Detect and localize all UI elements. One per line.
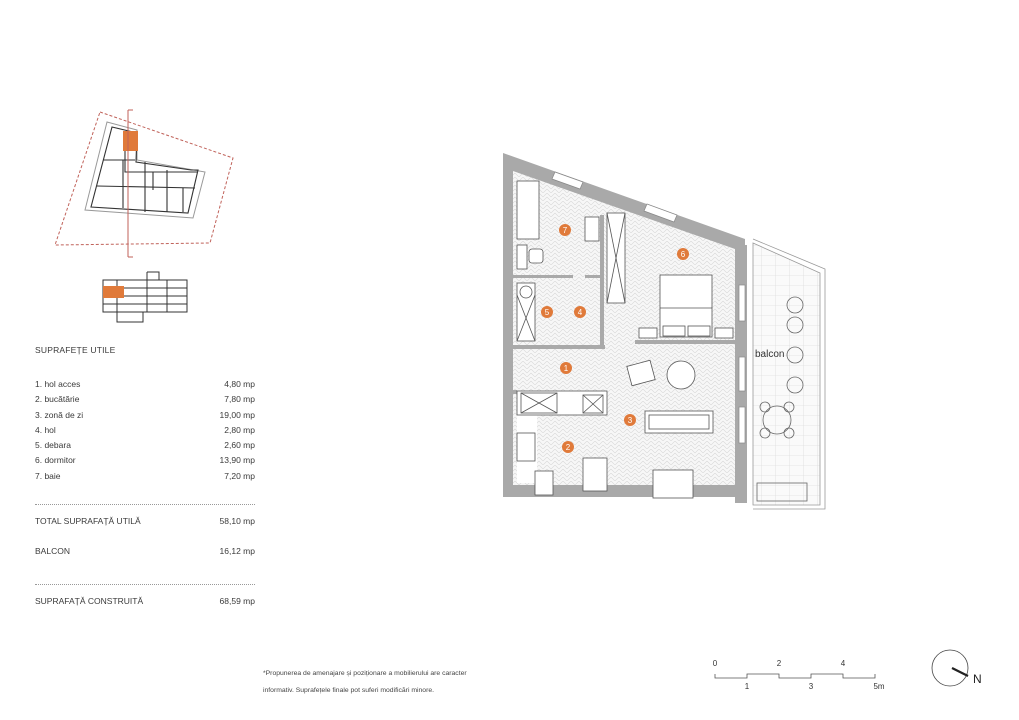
room-marker-6: 6 xyxy=(681,250,686,259)
scale-bar: 0 2 4 1 3 5m xyxy=(713,659,885,691)
svg-text:2: 2 xyxy=(777,659,782,668)
divider xyxy=(35,584,255,586)
floor-plan: balcon 1 2 3 4 5 6 7 xyxy=(503,153,826,510)
room-marker-5: 5 xyxy=(545,308,550,317)
areas-title: SUPRAFEȚE UTILE xyxy=(35,345,116,355)
room-marker-1: 1 xyxy=(564,364,569,373)
disclaimer-note: *Propunerea de amenajare și poziționare … xyxy=(263,670,467,694)
armchair xyxy=(626,359,656,387)
bed xyxy=(638,274,734,339)
room-marker-2: 2 xyxy=(566,443,571,452)
balcony-label: balcon xyxy=(755,349,784,360)
north-arrow-icon: N xyxy=(931,649,982,687)
kitchen xyxy=(516,390,608,496)
divider xyxy=(35,504,255,506)
balcony-area xyxy=(752,242,821,506)
room-marker-7: 7 xyxy=(563,226,568,235)
room-marker-3: 3 xyxy=(628,416,633,425)
svg-text:4: 4 xyxy=(841,659,846,668)
highlighted-unit xyxy=(123,131,138,151)
svg-text:0: 0 xyxy=(713,659,718,668)
svg-text:1: 1 xyxy=(745,682,750,691)
bathtub xyxy=(516,180,540,240)
svg-text:3: 3 xyxy=(809,682,814,691)
key-plan xyxy=(55,109,234,323)
svg-text:N: N xyxy=(973,672,982,686)
dining-table xyxy=(652,469,694,499)
round-table xyxy=(666,360,696,390)
svg-text:5m: 5m xyxy=(873,682,884,691)
room-marker-4: 4 xyxy=(578,308,583,317)
